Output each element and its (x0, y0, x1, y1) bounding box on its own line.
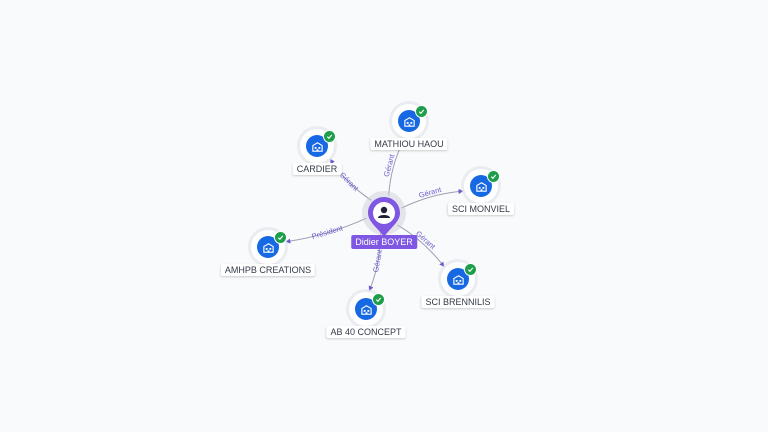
relation-edge (401, 188, 464, 209)
company-name[interactable]: AMHPB CREATIONS (220, 264, 316, 276)
building-icon (257, 236, 279, 258)
building-icon (355, 298, 377, 320)
check-icon (274, 231, 287, 244)
relation-role-label: Gérant (414, 229, 438, 252)
relation-role-label: Gérant (382, 152, 397, 177)
relation-role-label: Gérant (418, 185, 443, 200)
building-icon (470, 175, 492, 197)
company-name[interactable]: SCI MONVIEL (447, 203, 515, 215)
company-name[interactable]: MATHIOU HAOU (370, 138, 448, 150)
location-pin-icon (368, 197, 400, 237)
check-icon (464, 263, 477, 276)
check-icon (372, 293, 385, 306)
building-icon (306, 135, 328, 157)
check-icon (487, 170, 500, 183)
person-name[interactable]: Didier BOYER (351, 235, 417, 249)
check-icon (323, 130, 336, 143)
check-icon (415, 105, 428, 118)
relation-edge (285, 217, 367, 244)
building-icon (398, 110, 420, 132)
relation-role-label: Gérant (371, 248, 384, 273)
relation-role-label: Président (311, 223, 345, 241)
relation-edge (397, 224, 445, 268)
company-name[interactable]: SCI BRENNILIS (421, 296, 495, 308)
company-name[interactable]: AB 40 CONCEPT (326, 326, 406, 338)
person-icon (378, 206, 390, 218)
building-icon (447, 268, 469, 290)
company-name[interactable]: CARDIER (292, 163, 342, 175)
